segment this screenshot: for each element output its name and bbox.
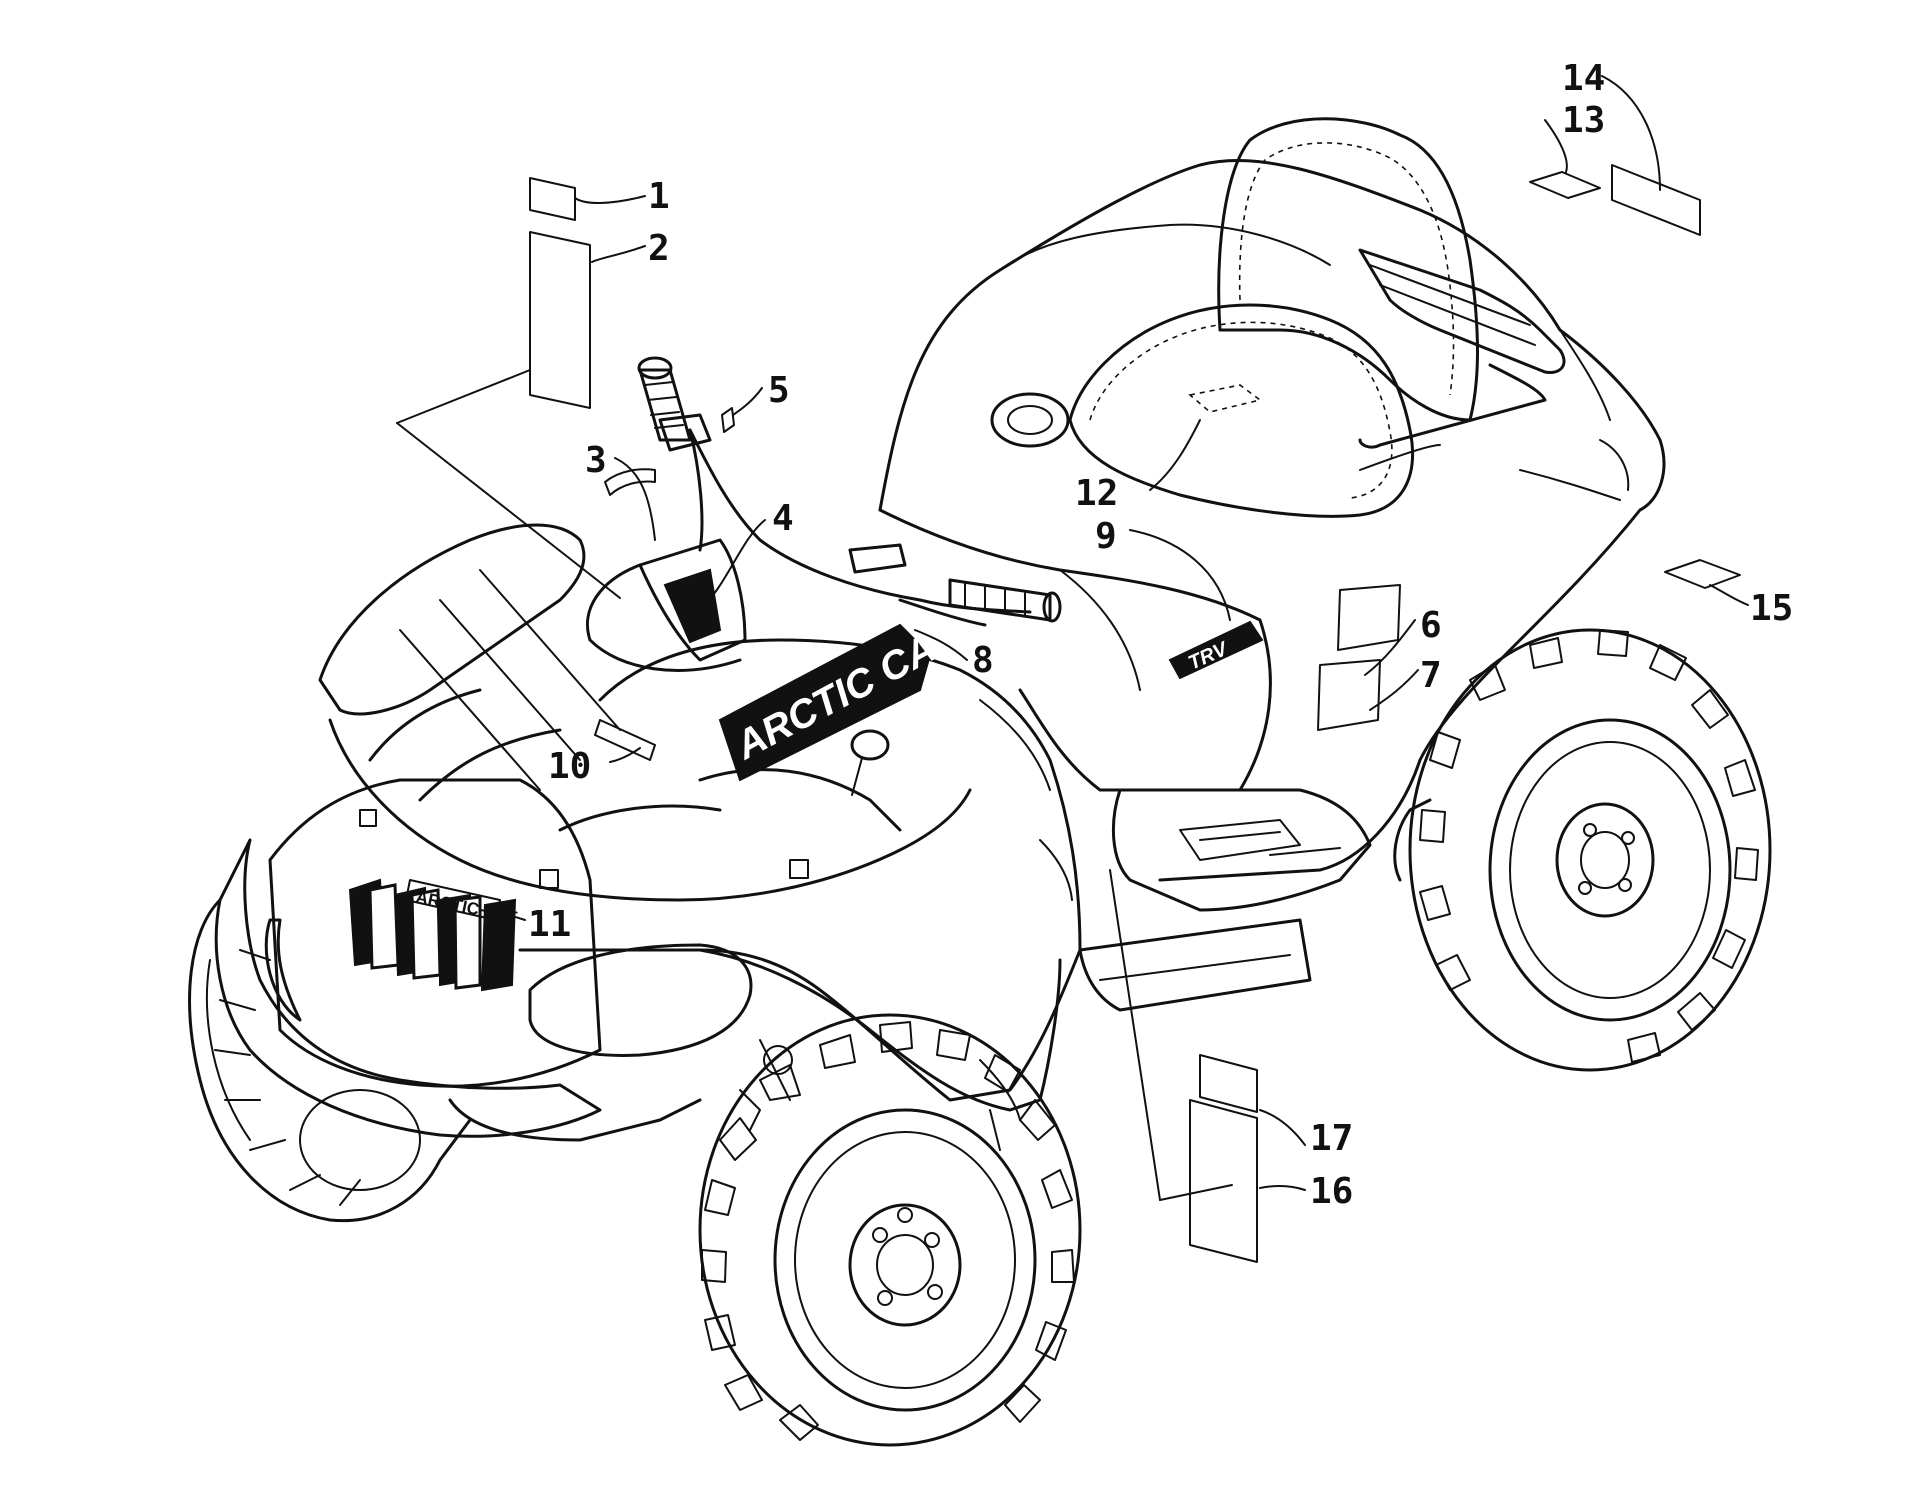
rear-fender-outline	[878, 159, 1666, 882]
callout-1: 1	[648, 176, 670, 217]
right-headlight	[528, 943, 753, 1057]
rear-right-wheel	[1408, 628, 1772, 1072]
fender-decal: ARCTIC CAT	[718, 614, 966, 782]
instrument-pod	[638, 538, 747, 662]
callout-numbers: 1 2 3 4 5 6 7 8 9 10 11 12 13 14 15 16 1…	[528, 58, 1793, 1212]
callout-8: 8	[972, 640, 994, 681]
decal-13	[1529, 171, 1601, 199]
front-right-fender-flare	[698, 948, 1062, 1112]
callout-4: 4	[772, 498, 794, 539]
decal-16	[1189, 1099, 1258, 1263]
callout-14: 14	[1562, 58, 1605, 99]
callout-3: 3	[585, 440, 607, 481]
decal-10-strip	[594, 719, 656, 761]
callout-6: 6	[1420, 605, 1442, 646]
decal-7-block	[1317, 659, 1381, 731]
front-rack	[318, 523, 972, 902]
callout-15: 15	[1750, 588, 1793, 629]
left-grip	[638, 368, 692, 442]
callout-13: 13	[1562, 100, 1605, 141]
callout-17: 17	[1310, 1118, 1353, 1159]
front-right-wheel	[698, 1013, 1082, 1447]
callout-5: 5	[768, 370, 790, 411]
fuel-cap	[990, 392, 1070, 448]
decal-1	[529, 177, 576, 221]
front-bumper	[214, 838, 602, 1138]
side-panel	[878, 508, 1272, 792]
decal-14	[1611, 164, 1701, 236]
callout-12: 12	[1075, 473, 1118, 514]
decal-5	[721, 407, 735, 433]
decal-17	[1199, 1054, 1258, 1113]
seat-backrest	[1217, 117, 1479, 422]
front-left-wheel	[188, 898, 472, 1223]
left-headlight	[264, 918, 302, 1022]
decal-6-block	[1337, 584, 1401, 651]
decal-15	[1664, 559, 1741, 589]
callout-9: 9	[1095, 516, 1117, 557]
front-fender	[518, 638, 1082, 1102]
callout-10: 10	[548, 746, 591, 787]
shifter-knob	[850, 729, 890, 761]
callout-2: 2	[648, 228, 670, 269]
callout-7: 7	[1420, 655, 1442, 696]
handlebar	[637, 356, 1062, 627]
decal-parts	[396, 164, 1741, 1263]
front-grille: ARCTIC CAT	[268, 778, 602, 1088]
trv-decal: TRV	[1168, 620, 1264, 680]
callout-16: 16	[1310, 1171, 1353, 1212]
atv-illustration: TRV ARCTIC CAT	[188, 117, 1772, 1447]
decal-3	[604, 468, 656, 496]
seat-cushion	[1068, 303, 1415, 518]
callout-leaders	[479, 75, 1749, 1191]
decal-2	[529, 231, 591, 409]
callout-11: 11	[528, 904, 571, 945]
rear-rack	[1358, 248, 1566, 375]
floorboard	[1111, 788, 1372, 912]
